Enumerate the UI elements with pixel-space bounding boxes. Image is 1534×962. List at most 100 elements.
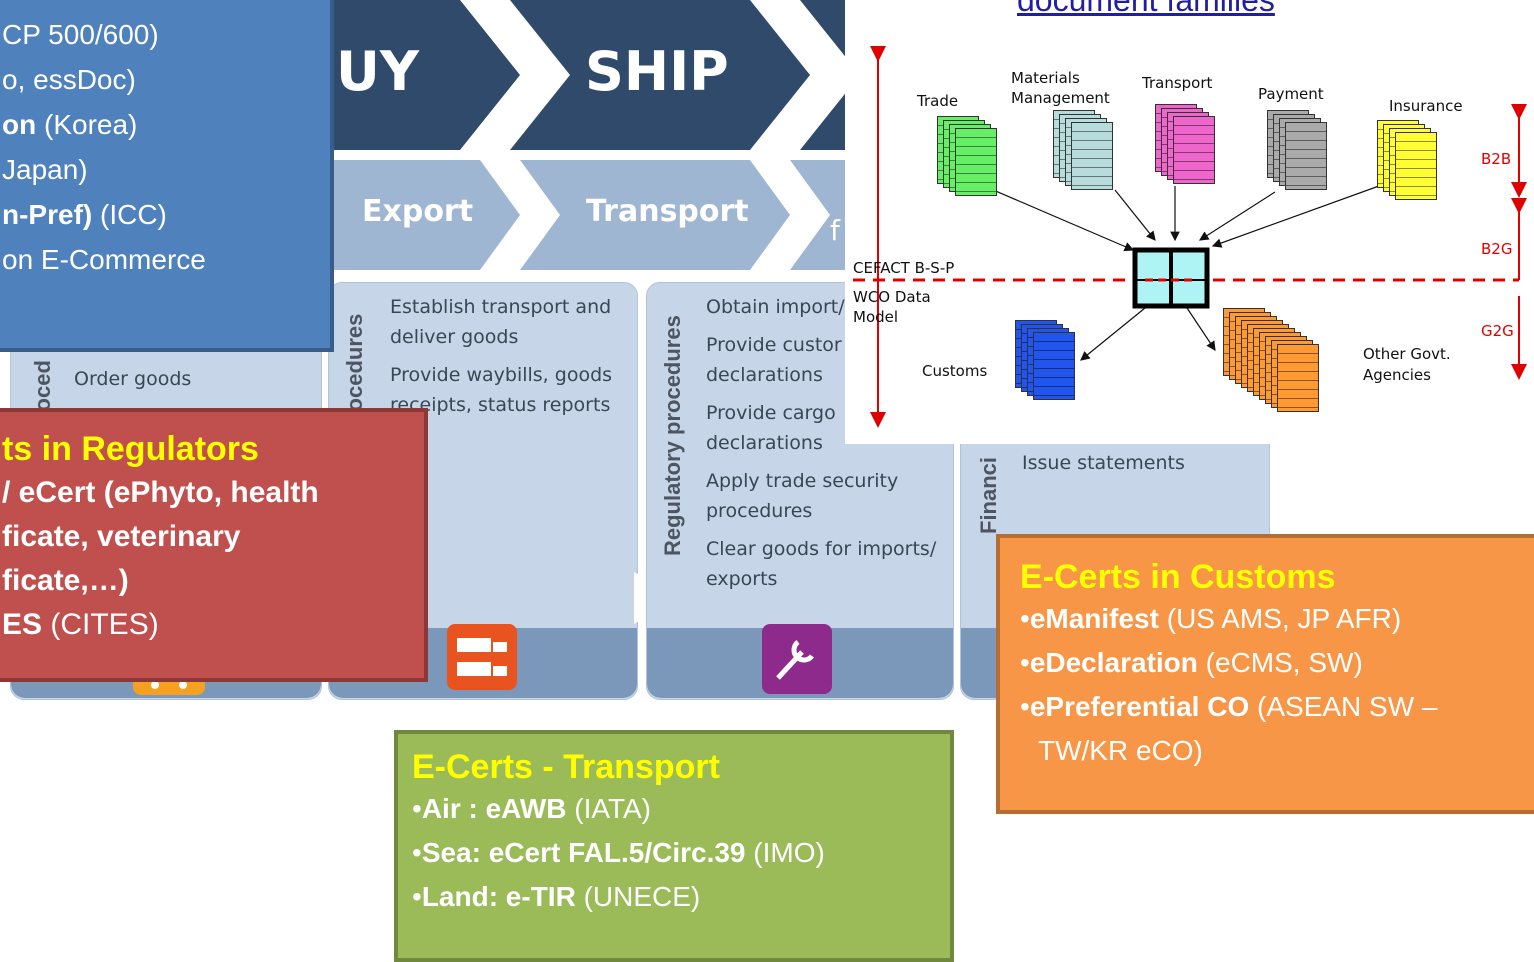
cert-line: on (Korea): [2, 102, 330, 147]
cert-line: n-Pref) (ICC): [2, 192, 330, 237]
family-label-customs: Customs: [922, 362, 988, 380]
column-3-item: Provide custor declarations: [706, 334, 842, 386]
cert-issuer: (Korea): [36, 109, 138, 140]
cert-issuer: (CITES): [42, 608, 159, 641]
g2g-label: G2G: [1481, 322, 1514, 340]
wrench-icon: [762, 624, 832, 694]
process-chevrons: [330, 0, 850, 280]
column-2-item: Provide waybills, goods receipts, status…: [390, 364, 613, 416]
cert-line: o, essDoc): [2, 57, 330, 102]
family-label-other-govt: Other Govt. Agencies: [1363, 345, 1451, 384]
family-label-payment: Payment: [1258, 85, 1324, 103]
cert-name: Air : eAWB: [421, 793, 567, 824]
cert-line: TW/KR eCO): [1020, 729, 1534, 773]
column-3-item: Apply trade security procedures: [706, 470, 899, 522]
cert-issuer: Japan): [2, 154, 88, 185]
cert-name: eDeclaration: [1029, 647, 1198, 678]
document-sheet: [1395, 132, 1437, 200]
document-families-diagram: document families T: [845, 0, 1534, 444]
bullet: •: [1020, 603, 1030, 634]
cert-line: / eCert (ePhyto, health: [2, 471, 424, 515]
blue-certs-box: CP 500/600) o, essDoc) on (Korea) Japan) n-P…: [0, 0, 334, 352]
cert-name: / eCert (ePhyto, health: [2, 476, 319, 509]
family-label-materials: Materials Management: [1011, 69, 1110, 107]
document-sheet: [1277, 344, 1319, 412]
cert-line: ES (CITES): [2, 603, 424, 647]
regulators-certs-box: ts in Regulators / eCert (ePhyto, health…: [0, 408, 428, 682]
column-2-items: Establish transport and deliver goods Pr…: [390, 292, 626, 428]
cert-issuer: (eCMS, SW): [1197, 647, 1363, 678]
cert-line: ficate,…): [2, 559, 424, 603]
chevron-label-ship: SHIP: [585, 40, 729, 103]
family-label-insurance: Insurance: [1389, 97, 1463, 115]
cert-name: on: [2, 109, 37, 140]
cert-name: ficate, veterinary: [2, 520, 241, 553]
stage-chevron-band: [330, 0, 850, 150]
column-2-item: Establish transport and deliver goods: [390, 296, 612, 348]
cert-line: •Air : eAWB (IATA): [412, 787, 950, 831]
transport-certs-box: E-Certs - Transport •Air : eAWB (IATA)•S…: [394, 730, 954, 962]
cert-name: Land: e-TIR: [421, 881, 576, 912]
customs-box-title: E-Certs in Customs: [1020, 558, 1336, 596]
column-1-item: Order goods: [74, 368, 192, 390]
column-3-item: Provide cargo declarations: [706, 402, 836, 454]
diagram-title: document families: [1017, 0, 1275, 18]
column-4-items: Issue statements: [1022, 448, 1258, 486]
cefact-label: CEFACT B-S-P: [853, 259, 955, 277]
cert-issuer: (ICC): [92, 199, 167, 230]
wco-label: WCO Data Model: [853, 288, 931, 326]
document-sheet: [1173, 116, 1215, 184]
document-sheet: [955, 128, 997, 196]
cert-issuer: (IATA): [566, 793, 652, 824]
cert-name: eManifest: [1029, 603, 1159, 634]
family-label-transport: Transport: [1142, 74, 1213, 92]
b2g-label: B2G: [1481, 240, 1513, 258]
cert-line: •Land: e-TIR (UNECE): [412, 875, 950, 919]
bullet: •: [412, 881, 422, 912]
family-label-trade: Trade: [917, 92, 959, 110]
regulators-box-title: ts in Regulators: [2, 430, 259, 468]
cert-line: •ePreferential CO (ASEAN SW –: [1020, 685, 1534, 729]
cert-name: n-Pref): [2, 199, 93, 230]
column-3-item: Clear goods for imports/ exports: [706, 538, 937, 590]
cert-name: ficate,…): [2, 564, 129, 597]
cert-issuer: CP 500/600): [2, 19, 159, 50]
b2b-label: B2B: [1481, 150, 1512, 168]
sub-label-transport: Transport: [586, 194, 749, 229]
sub-label-f: f: [830, 214, 840, 247]
document-sheet: [1071, 122, 1113, 190]
cert-line: •Sea: eCert FAL.5/Circ.39 (IMO): [412, 831, 950, 875]
cert-line: CP 500/600): [2, 12, 330, 57]
transport-box-title: E-Certs - Transport: [412, 748, 720, 786]
cert-issuer: on E-Commerce: [2, 244, 206, 275]
cert-issuer: (UNECE): [575, 881, 701, 912]
cert-line: ficate, veterinary: [2, 515, 424, 559]
cert-line: Japan): [2, 147, 330, 192]
document-flow-lines: [853, 46, 1527, 428]
sub-label-export: Export: [362, 194, 474, 229]
bullet: •: [1020, 691, 1030, 722]
document-sheet: [1285, 122, 1327, 190]
chevron-label-buy: UY: [336, 40, 419, 103]
trucks-icon: [447, 624, 517, 690]
cert-issuer: (ASEAN SW –: [1249, 691, 1438, 722]
bullet: •: [412, 793, 422, 824]
cert-line: •eDeclaration (eCMS, SW): [1020, 641, 1534, 685]
document-sheet: [1033, 332, 1075, 400]
column-4-item: Issue statements: [1022, 452, 1185, 474]
cert-issuer: (IMO): [745, 837, 825, 868]
cert-line: on E-Commerce: [2, 237, 330, 282]
column-2-label: rocedures: [342, 313, 367, 420]
customs-certs-box: E-Certs in Customs •eManifest (US AMS, J…: [996, 534, 1534, 814]
cert-issuer: TW/KR eCO): [1038, 735, 1203, 766]
cert-name: ePreferential CO: [1029, 691, 1250, 722]
bullet: •: [412, 837, 422, 868]
cert-issuer: (US AMS, JP AFR): [1158, 603, 1402, 634]
cert-line: •eManifest (US AMS, JP AFR): [1020, 597, 1534, 641]
cert-name: ES: [2, 608, 43, 641]
column-3-label: Regulatory procedures: [660, 315, 685, 556]
bullet: •: [1020, 647, 1030, 678]
cert-issuer: o, essDoc): [2, 64, 136, 95]
column-4-label: Financi: [976, 456, 1001, 534]
cert-name: Sea: eCert FAL.5/Circ.39: [421, 837, 746, 868]
